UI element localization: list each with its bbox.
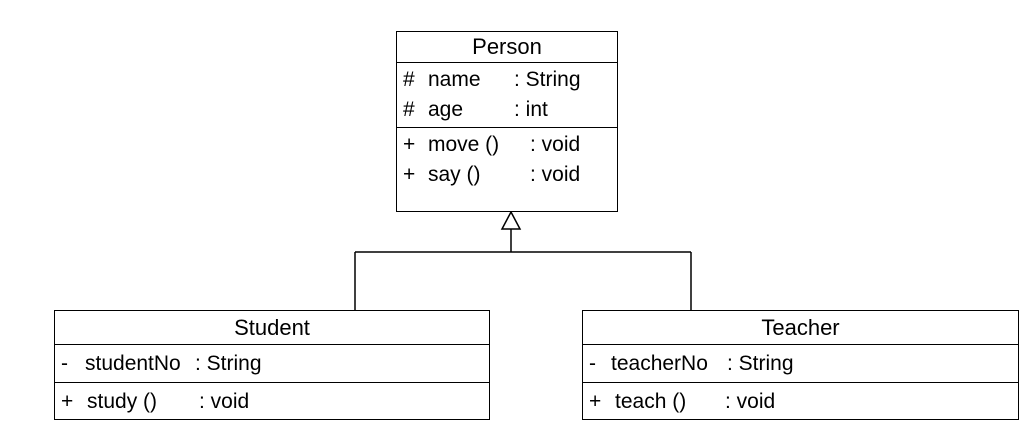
attribute-visibility: # bbox=[403, 68, 415, 91]
operation-name: study () bbox=[87, 390, 158, 413]
attribute-visibility: # bbox=[403, 98, 415, 121]
person-class-name: Person bbox=[397, 32, 617, 63]
attribute-visibility: - bbox=[61, 352, 68, 375]
operation-type: : void bbox=[530, 133, 581, 156]
student-operation-row: + study () : void bbox=[61, 385, 489, 418]
attribute-type: : String bbox=[727, 352, 794, 375]
student-class-box: Student - studentNo : String + study () … bbox=[54, 310, 490, 420]
operation-name: say () bbox=[428, 163, 481, 186]
operation-visibility: + bbox=[589, 390, 602, 413]
operation-visibility: + bbox=[403, 133, 416, 156]
operation-name: teach () bbox=[615, 390, 687, 413]
student-class-name: Student bbox=[55, 311, 489, 345]
attribute-name: studentNo bbox=[85, 352, 181, 375]
teacher-operations-section: + teach () : void bbox=[583, 382, 1018, 420]
person-operation-row: + move () : void bbox=[403, 130, 617, 160]
student-attributes-section: - studentNo : String bbox=[55, 345, 489, 382]
attribute-name: age bbox=[428, 98, 464, 121]
attribute-type: : int bbox=[514, 98, 548, 121]
operation-name: move () bbox=[428, 133, 500, 156]
person-attribute-row: # name : String bbox=[403, 65, 617, 95]
inheritance-arrowhead bbox=[500, 210, 522, 230]
attribute-name: teacherNo bbox=[611, 352, 708, 375]
attribute-visibility: - bbox=[589, 352, 596, 375]
teacher-attributes-section: - teacherNo : String bbox=[583, 345, 1018, 382]
teacher-class-name: Teacher bbox=[583, 311, 1018, 345]
teacher-attribute-row: - teacherNo : String bbox=[589, 347, 1018, 380]
operation-visibility: + bbox=[403, 163, 416, 186]
operation-type: : void bbox=[725, 390, 776, 413]
operation-type: : void bbox=[199, 390, 250, 413]
teacher-class-box: Teacher - teacherNo : String + teach () … bbox=[582, 310, 1019, 420]
teacher-operation-row: + teach () : void bbox=[589, 385, 1018, 418]
attribute-type: : String bbox=[514, 68, 581, 91]
person-attribute-row: # age : int bbox=[403, 95, 617, 125]
person-operation-row: + say () : void bbox=[403, 160, 617, 190]
person-operations-section: + move () : void + say () : void bbox=[397, 127, 617, 192]
person-attributes-section: # name : String # age : int bbox=[397, 63, 617, 127]
person-class-box: Person # name : String # age : int + mov… bbox=[396, 31, 618, 212]
attribute-name: name bbox=[428, 68, 481, 91]
attribute-type: : String bbox=[195, 352, 262, 375]
student-attribute-row: - studentNo : String bbox=[61, 347, 489, 380]
student-operations-section: + study () : void bbox=[55, 382, 489, 420]
operation-visibility: + bbox=[61, 390, 74, 413]
operation-type: : void bbox=[530, 163, 581, 186]
